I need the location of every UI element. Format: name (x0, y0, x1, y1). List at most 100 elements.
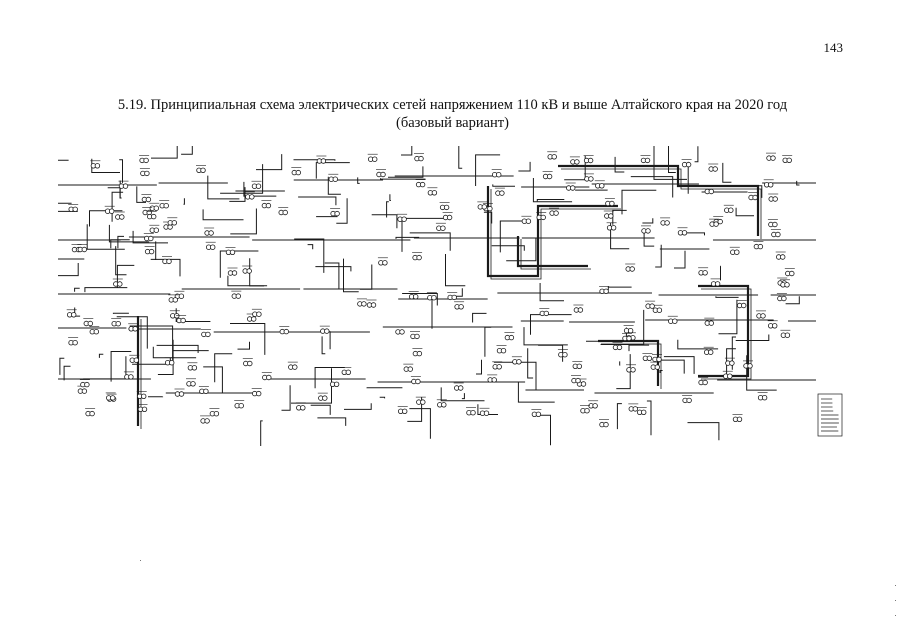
substation-mark (757, 243, 764, 250)
transmission-line (59, 357, 65, 375)
substation-mark (250, 316, 257, 322)
transmission-line (536, 199, 565, 202)
substation-mark (441, 402, 447, 408)
substation-mark (115, 320, 121, 327)
transmission-line (663, 356, 695, 374)
substation-mark (140, 393, 147, 399)
legend-box (817, 393, 843, 437)
substation-mark (132, 326, 138, 332)
trunk-line (561, 168, 762, 239)
substation-mark (413, 293, 419, 300)
substation-mark (496, 364, 502, 370)
substation-mark (575, 377, 581, 384)
transmission-line (687, 161, 689, 194)
substation-mark (708, 188, 714, 195)
substation-mark (122, 183, 129, 189)
substation-mark (562, 351, 568, 358)
transmission-line (58, 202, 72, 204)
substation-mark (255, 390, 262, 397)
transmission-line (402, 293, 438, 306)
substation-mark (81, 246, 87, 253)
transmission-line (616, 354, 631, 390)
substation-mark (713, 221, 719, 227)
transmission-line (202, 209, 244, 221)
transmission-line (492, 184, 515, 187)
substation-mark (649, 303, 655, 309)
substation-mark (443, 204, 450, 211)
substation-mark (608, 213, 614, 219)
substation-mark (380, 171, 386, 178)
transmission-line (86, 224, 125, 250)
transmission-line (156, 344, 199, 353)
substation-mark (180, 317, 186, 324)
transmission-line (119, 159, 123, 183)
substation-mark (588, 176, 594, 182)
substation-mark (133, 357, 139, 363)
substation-mark (576, 363, 582, 369)
transmission-line (477, 404, 498, 415)
substation-mark (416, 350, 423, 357)
substation-mark (741, 302, 747, 309)
transmission-line (321, 336, 326, 355)
substation-mark (481, 204, 487, 210)
transmission-line (409, 232, 451, 251)
transmission-line (445, 254, 466, 287)
transmission-line (317, 417, 347, 426)
substation-mark (72, 206, 78, 212)
transmission-line (621, 189, 657, 215)
transmission-line (63, 365, 71, 381)
transmission-line (58, 159, 69, 161)
transmission-line (796, 180, 800, 186)
transmission-line (371, 214, 398, 229)
transmission-line (735, 207, 754, 217)
transmission-line (108, 224, 150, 243)
transmission-line (476, 359, 482, 375)
substation-mark (332, 176, 338, 182)
substation-mark (570, 185, 576, 191)
transmission-line (409, 408, 431, 439)
substation-mark (458, 385, 464, 391)
substation-mark (87, 320, 93, 327)
transmission-line (336, 198, 348, 224)
substation-mark (238, 403, 244, 409)
transmission-line (117, 235, 124, 249)
transmission-line (315, 162, 350, 179)
transmission-line (380, 178, 426, 180)
substation-mark (419, 181, 426, 188)
substation-mark (574, 159, 580, 165)
transmission-line (472, 312, 487, 323)
transmission-line (207, 175, 240, 200)
transmission-line (150, 258, 181, 277)
transmission-line (718, 299, 738, 335)
transmission-line (112, 312, 129, 314)
transmission-line (677, 339, 719, 350)
substation-mark (546, 173, 553, 180)
transmission-line (230, 208, 257, 235)
scan-artifact (895, 585, 896, 586)
substation-mark (641, 409, 647, 415)
transmission-line (298, 196, 337, 206)
transmission-line (395, 236, 420, 239)
substation-mark (420, 399, 426, 405)
substation-mark (171, 220, 177, 226)
substation-mark (231, 270, 238, 276)
transmission-line (183, 198, 185, 205)
transmission-line (564, 155, 586, 181)
transmission-line (527, 348, 534, 379)
substation-mark (282, 209, 288, 216)
substation-mark (407, 366, 413, 372)
substation-mark (109, 208, 115, 214)
transmission-line (227, 275, 268, 287)
substation-mark (543, 310, 549, 317)
transmission-line (386, 201, 389, 218)
transmission-line (379, 396, 386, 399)
substation-mark (584, 408, 590, 414)
transmission-line (249, 258, 265, 287)
substation-mark (440, 225, 446, 231)
transmission-line (343, 258, 359, 293)
transmission-line (616, 403, 622, 430)
substation-mark (334, 210, 340, 217)
substation-mark (470, 410, 476, 416)
substation-mark (784, 332, 791, 338)
substation-mark (229, 249, 236, 255)
